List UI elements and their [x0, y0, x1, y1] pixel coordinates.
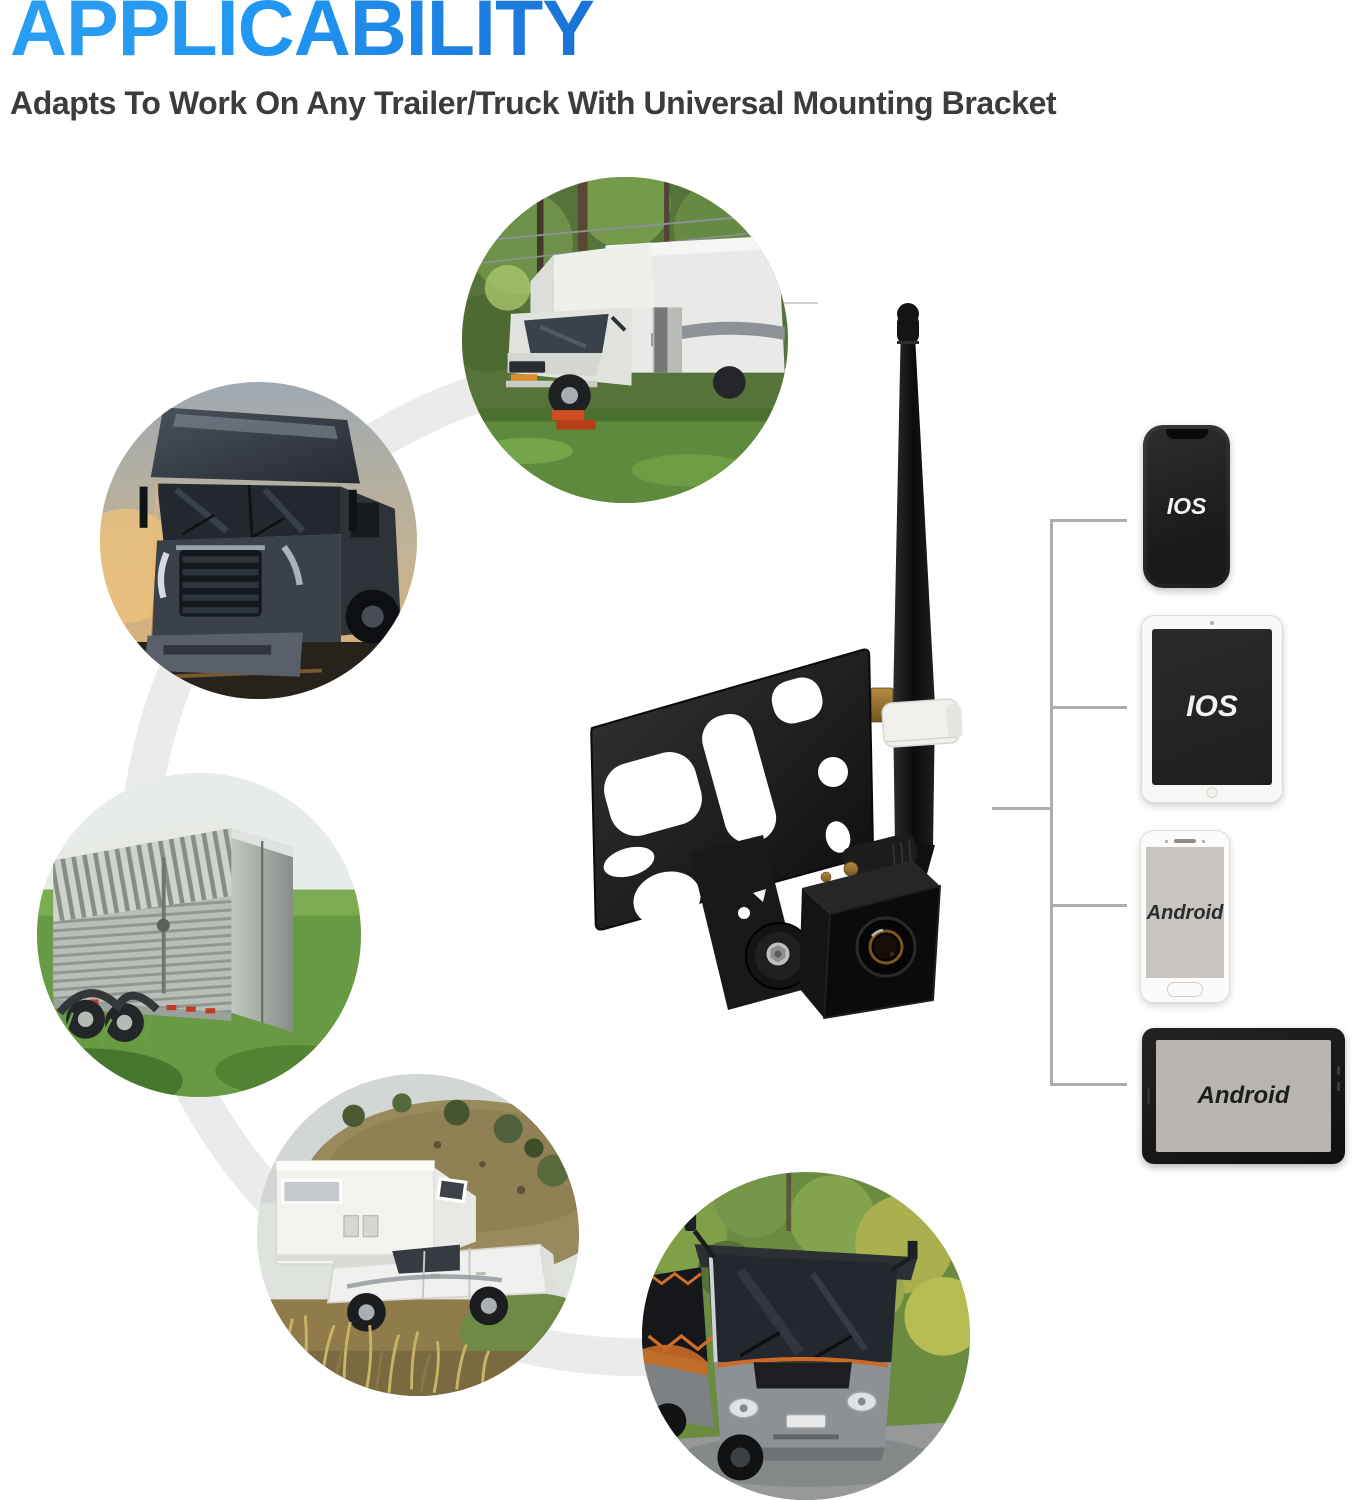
ios-phone: IOS: [1143, 425, 1230, 588]
vehicle-photo-livestock-trailer: [37, 773, 361, 1097]
android-phone-label: Android: [1146, 901, 1224, 924]
side-button: [1337, 1066, 1340, 1075]
android-tablet-label: Android: [1197, 1082, 1290, 1109]
semi-truck-illustration: [100, 382, 417, 699]
page-title: APPLICABILITY: [10, 0, 595, 67]
connector-branch-android-phone: [1050, 904, 1127, 907]
tablet-logo-mark: [1147, 1088, 1150, 1104]
vehicle-photo-semi-truck: [100, 382, 417, 699]
ios-phone-screen: IOS: [1147, 429, 1226, 584]
antenna: [893, 303, 935, 848]
connector-branch-android-tablet: [1050, 1083, 1127, 1086]
livestock-trailer-illustration: [37, 773, 361, 1097]
connector-branch-ios-tablet: [1050, 706, 1127, 709]
antenna-clip: [881, 698, 963, 748]
camera-dot: [1165, 840, 1168, 843]
android-phone: Android: [1140, 830, 1230, 1003]
tablet-camera-dot: [1210, 621, 1214, 625]
truck-camper-illustration: [257, 1074, 579, 1396]
camera-body: [799, 860, 941, 1019]
coach-bus-illustration: [642, 1172, 970, 1500]
mounting-arm: [690, 835, 813, 1010]
ios-phone-label: IOS: [1166, 493, 1207, 519]
speaker-slot: [1174, 839, 1196, 843]
connector-stem: [992, 807, 1050, 810]
antenna-sma-connector: [870, 687, 894, 723]
connector-trunk: [1050, 519, 1053, 1086]
rv-motorhome-illustration: [462, 177, 788, 503]
ios-tablet-label: IOS: [1186, 690, 1238, 723]
android-tablet: Android: [1142, 1028, 1345, 1164]
home-button: [1167, 982, 1203, 997]
sensor-dot: [1202, 840, 1205, 843]
vehicle-photo-rv-motorhome: [462, 177, 788, 503]
ios-tablet: IOS: [1141, 615, 1283, 803]
vehicle-photo-coach-bus: [642, 1172, 970, 1500]
iphone-notch: [1165, 429, 1208, 439]
antenna-elbow-joint: [820, 833, 935, 883]
android-phone-screen: Android: [1146, 847, 1224, 978]
page-subtitle: Adapts To Work On Any Trailer/Truck With…: [10, 85, 1057, 121]
stray-wire-artifact: [784, 302, 818, 304]
camera-lens: [855, 916, 917, 978]
android-tablet-screen: Android: [1156, 1040, 1331, 1152]
bracket-holes: [603, 677, 851, 927]
vehicle-photo-truck-camper: [257, 1074, 579, 1396]
license-plate-bracket: [590, 648, 874, 931]
side-button: [1337, 1082, 1340, 1091]
home-button: [1206, 787, 1218, 798]
ios-tablet-screen: IOS: [1152, 629, 1272, 785]
hinge-screw: [766, 942, 790, 966]
connector-branch-ios-phone: [1050, 519, 1127, 522]
